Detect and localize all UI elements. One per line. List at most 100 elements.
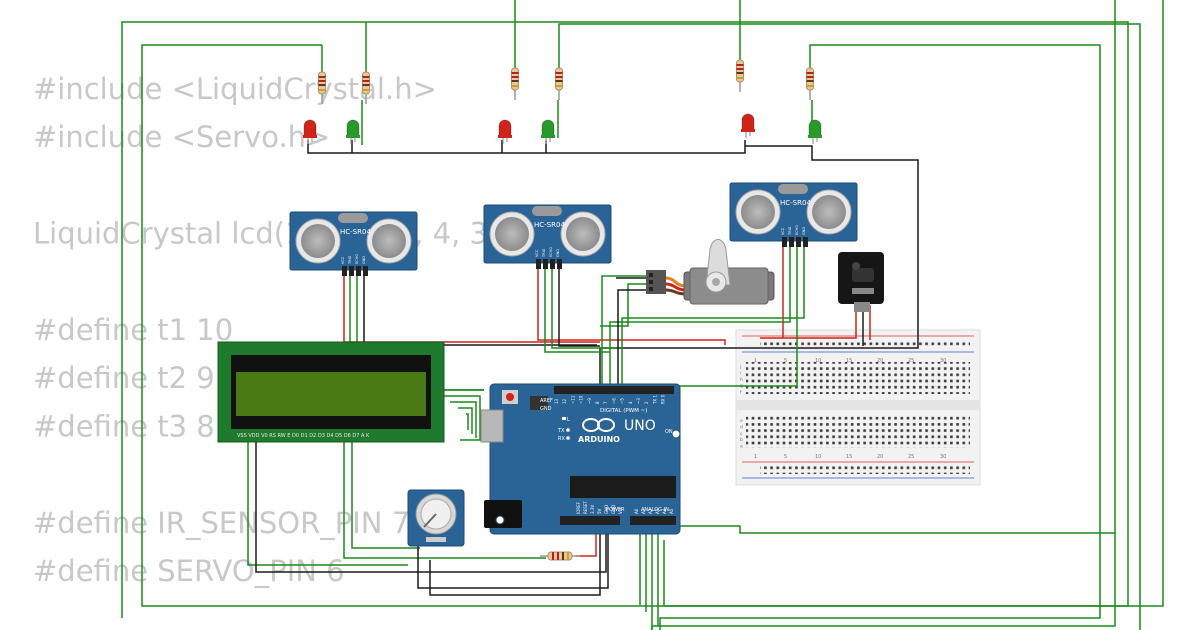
breadboard-row-label: d <box>740 424 743 430</box>
wire <box>255 438 607 573</box>
power-pin-label: 3.3V <box>590 505 595 514</box>
breadboard-column-number: 5 <box>784 358 787 364</box>
breadboard-column-number: 10 <box>815 358 821 364</box>
digital-pin-label: ~5 <box>620 398 625 404</box>
breadboard-column-number: 1 <box>754 358 757 364</box>
resistor <box>736 59 744 92</box>
digital-label: DIGITAL (PWM ~) <box>600 408 647 414</box>
sensor-pin-label: GND <box>802 227 806 235</box>
wire <box>363 268 597 346</box>
wire <box>617 289 648 390</box>
breadboard-column-number: 15 <box>846 358 852 364</box>
code-line: #include <Servo.h> <box>33 120 330 154</box>
code-line: #include <LiquidCrystal.h> <box>33 72 437 106</box>
wire <box>351 140 547 153</box>
power-pin-label: RESET <box>583 501 588 514</box>
breadboard-row-label: i <box>740 370 741 376</box>
led <box>808 119 822 144</box>
breadboard-row-label: e <box>740 419 743 424</box>
resistor <box>540 551 580 561</box>
wire <box>600 283 648 327</box>
sensor-pin-label: GND <box>362 256 366 264</box>
wire <box>558 262 600 347</box>
wire <box>351 438 420 549</box>
code-line: #define IR_SENSOR_PIN 7 <box>33 506 410 540</box>
sensor-pin-label: TRIG <box>348 255 352 265</box>
wire <box>343 268 600 343</box>
sensor-pin-label: TRIG <box>788 226 792 236</box>
wire <box>663 0 1164 607</box>
power-pin-label: Vin <box>618 507 623 514</box>
code-line: LiquidCrystal lcd(12, 11, 5, 4, 3, 2); <box>33 217 546 251</box>
led <box>303 119 317 144</box>
led-l-label: L <box>567 417 570 423</box>
code-line: #define t3 8 <box>33 409 215 443</box>
wire <box>429 145 919 596</box>
breadboard-column-number: 25 <box>908 454 914 460</box>
led <box>541 119 555 144</box>
wire <box>659 44 1101 630</box>
arduino-model: UNO <box>624 418 656 434</box>
analog-pin-label: A0 <box>634 508 639 514</box>
digital-pin-label: RX 0 <box>661 394 666 404</box>
resistor <box>806 67 814 100</box>
breadboard-column-number: 15 <box>846 454 852 460</box>
breadboard-column-number: 5 <box>784 454 787 460</box>
power-label: POWER <box>606 507 625 513</box>
aref-label: AREF <box>540 398 553 404</box>
tx-label: TX <box>557 428 565 434</box>
power-pin-label: GND <box>611 505 616 514</box>
sensor-label: HC-SR04 <box>780 199 811 207</box>
code-line: #define t2 9 <box>33 361 215 395</box>
breadboard-row-label: h <box>740 377 743 383</box>
wire <box>343 438 546 559</box>
breadboard-column-number: 30 <box>940 454 946 460</box>
power-pin-label: IOREF <box>576 501 581 514</box>
digital-pin-label: 2 <box>644 401 649 404</box>
wire <box>551 262 620 349</box>
wire <box>247 438 408 566</box>
power-pin-label: 5V <box>597 508 602 514</box>
breadboard-column-number: 25 <box>908 358 914 364</box>
breadboard-row-label: b <box>740 437 743 443</box>
breadboard-row-label: j <box>739 364 741 370</box>
sensor-pin-label: VCC <box>341 256 345 264</box>
sensor-pin-label: ECHO <box>549 247 553 257</box>
breadboard-column-number: 1 <box>754 454 757 460</box>
sensor-label: HC-SR04 <box>534 221 565 229</box>
power-pin-label: GND <box>604 505 609 514</box>
wire <box>760 305 857 339</box>
breadboard-column-number: 20 <box>877 454 883 460</box>
resistor <box>318 71 326 104</box>
background-code: #include <LiquidCrystal.h> #include <Serv… <box>33 72 546 588</box>
digital-pin-label: TX 1 <box>652 395 657 405</box>
wire <box>558 23 1141 630</box>
digital-pin-label: ~11 <box>570 395 575 404</box>
analog-label: ANALOG IN <box>641 507 669 513</box>
arduino-logo <box>582 418 615 432</box>
resistor <box>511 67 519 100</box>
gnd-label: GND <box>540 406 552 412</box>
wire <box>632 525 1115 534</box>
wire <box>544 262 610 353</box>
digital-pin-label: 12 <box>562 398 567 404</box>
sensor-pin-label: GND <box>556 249 560 257</box>
lcd-display: VSS VDD V0 RS RW E D0 D1 D2 D3 D4 D5 D6 … <box>217 341 445 443</box>
led <box>741 113 755 138</box>
sensor-pin-label: VCC <box>781 227 785 235</box>
wire <box>621 240 805 390</box>
lcd-pin-labels: VSS VDD V0 RS RW E D0 D1 D2 D3 D4 D5 D6 … <box>237 433 370 439</box>
analog-pin-label: A1 <box>641 508 646 514</box>
breadboard-column-number: 30 <box>940 358 946 364</box>
wire <box>417 520 609 589</box>
sensor-pin-label: VCC <box>535 249 539 257</box>
wire <box>651 0 1116 630</box>
code-line: #define SERVO_PIN 6 <box>33 554 345 588</box>
led <box>346 119 360 144</box>
wire <box>444 389 484 441</box>
code-line: #define t1 10 <box>33 313 233 347</box>
analog-pin-label: A2 <box>648 508 653 514</box>
